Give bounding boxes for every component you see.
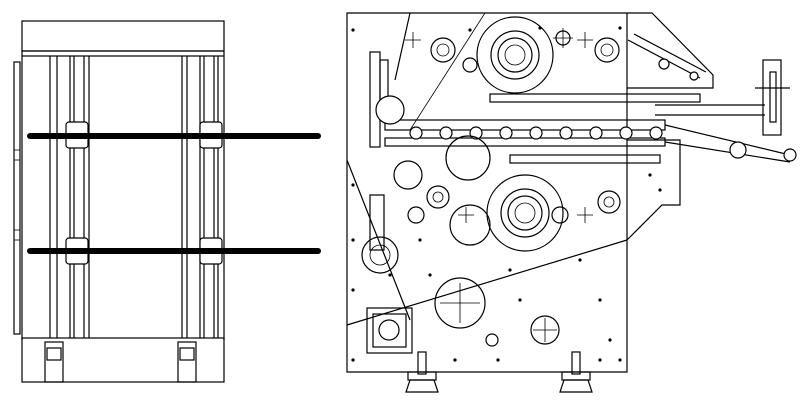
cross-marks bbox=[405, 28, 593, 223]
lower-wheels bbox=[434, 277, 560, 347]
shaft-collars bbox=[63, 121, 225, 265]
leveling-feet bbox=[405, 351, 593, 393]
left-guide-rod bbox=[13, 61, 21, 335]
right-column-pair bbox=[181, 56, 219, 338]
middle-gear-row bbox=[407, 135, 621, 246]
upper-rail bbox=[489, 93, 701, 103]
upper-arm-linkage bbox=[627, 33, 707, 81]
conveyor-rollers bbox=[409, 126, 663, 140]
bottom-base bbox=[21, 337, 225, 383]
conveyor-band bbox=[384, 119, 791, 163]
main-frame bbox=[346, 12, 628, 373]
nip-roller bbox=[729, 141, 747, 159]
bolt-dots bbox=[351, 26, 662, 362]
top-plate bbox=[21, 20, 225, 52]
lower-rail bbox=[509, 154, 661, 164]
top-plate-lip bbox=[21, 50, 225, 57]
diagonal-plate-edge bbox=[346, 239, 628, 326]
lower-drive-roller bbox=[486, 174, 564, 252]
lower-extension bbox=[626, 139, 681, 241]
side-view bbox=[346, 12, 797, 393]
motor-box bbox=[366, 307, 413, 354]
right-foot bbox=[177, 341, 197, 383]
front-view bbox=[13, 20, 321, 383]
upper-drive-roller bbox=[476, 16, 554, 94]
left-foot bbox=[44, 341, 64, 383]
left-column-pair bbox=[49, 56, 90, 338]
feed-mechanism bbox=[361, 51, 423, 274]
upper-extension bbox=[627, 12, 714, 89]
end-assembly bbox=[755, 59, 790, 136]
top-gear-row bbox=[430, 30, 620, 73]
